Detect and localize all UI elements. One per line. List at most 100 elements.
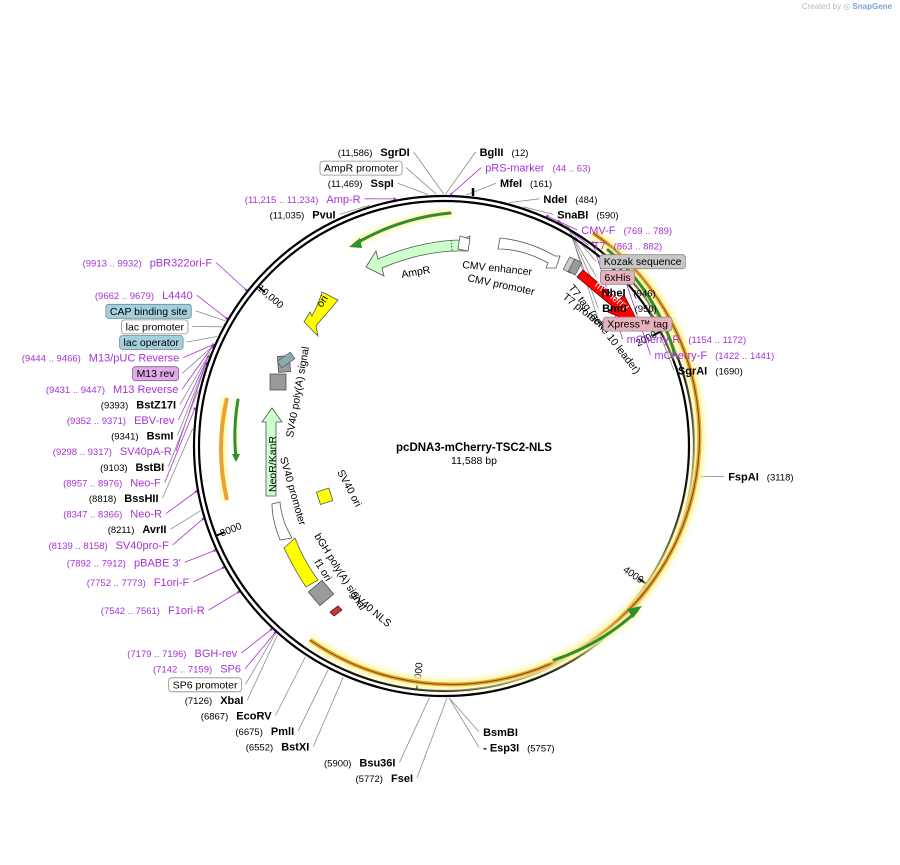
label-name: SV40pro-F (116, 540, 169, 552)
feature-box (119, 335, 184, 350)
label-position: (9341) (111, 432, 138, 443)
label-position: (769 .. 789) (624, 226, 673, 237)
label-position: (6675) (235, 727, 262, 738)
label-position: (8957 .. 8976) (63, 478, 122, 489)
ampR-promoter-arrow (457, 235, 471, 252)
label-position: (6552) (246, 743, 273, 754)
t7-tag-box (562, 256, 583, 276)
label-position: (5772) (356, 774, 383, 785)
sv40-polya-tag (276, 351, 296, 369)
leader-line (448, 697, 480, 748)
leader-line (509, 198, 540, 203)
leader-line (186, 336, 218, 343)
label-position: (3118) (767, 473, 794, 484)
label-name: NheI (602, 287, 626, 299)
sv40-nls-arrow (329, 605, 343, 617)
label-position: (12) (512, 148, 529, 159)
primer-label: pBABE 3'(7892 .. 7912) (67, 557, 181, 569)
label-name: SgrDI (380, 147, 409, 159)
tick-label: 4000 (621, 565, 646, 587)
feature-box-text: M13 rev (137, 368, 176, 380)
feature-box-label: Kozak sequence (599, 254, 686, 270)
primer-mark (201, 517, 205, 521)
tick-label: 10,000 (255, 283, 286, 312)
label-position: (950) (635, 304, 657, 315)
label-name: pBR322ori-F (150, 257, 213, 269)
label-name: - Esp3I (483, 743, 519, 755)
tick-mark (257, 285, 266, 293)
primer-mark (236, 590, 241, 594)
label-position: (5900) (324, 758, 351, 769)
restriction-site: FseI (5772) (356, 773, 414, 785)
ori-arrow (303, 291, 339, 338)
leader-line (445, 151, 476, 195)
label-position: (161) (530, 179, 552, 190)
feature-box-label: CAP binding site (105, 303, 192, 319)
label-position: (946) (634, 288, 656, 299)
restriction-site: BstBI(9103) (100, 462, 164, 474)
leader-line (523, 206, 554, 215)
label-name: Amp-R (326, 194, 360, 206)
restriction-site: NheI (946) (602, 287, 656, 299)
restriction-site: XbaI(7126) (185, 695, 244, 707)
leader-line (183, 344, 214, 358)
label-name: Bsu36I (359, 757, 395, 769)
leader-line (182, 346, 213, 390)
restriction-site: PvuI(11,035) (270, 209, 336, 221)
primer-mark (557, 220, 561, 224)
leader-line (178, 356, 209, 421)
primer-mark (244, 288, 248, 292)
tick-label: 8000 (219, 521, 244, 540)
leader-line (170, 510, 201, 530)
label-name: Neo-R (130, 509, 162, 521)
neoR-kanR-arrow (261, 407, 283, 497)
leader-line (416, 697, 448, 779)
primer-label: mCherry-R(1154 .. 1172) (627, 334, 747, 346)
feature-box-label: AmpR promoter (319, 160, 403, 176)
label-name: BstZ17I (136, 399, 176, 411)
label-name: Neo-F (130, 477, 161, 489)
label-position: (11,469) (328, 179, 363, 190)
ebv-box (269, 373, 287, 391)
label-position: (1154 .. 1172) (688, 335, 746, 346)
plasmid-length: 11,588 bp (451, 455, 497, 467)
credit-prefix: Created by (801, 2, 841, 11)
label-position: (7752 .. 7773) (87, 578, 146, 589)
primer-mark (210, 345, 215, 349)
restriction-site: MfeI(161) (500, 178, 552, 190)
plasmid-name: pcDNA3-mCherry-TSC2-NLS (396, 442, 552, 454)
label-position: (11,586) (338, 148, 373, 159)
feature-box-text: Xpress™ tag (607, 319, 668, 331)
label-position: (1690) (715, 366, 742, 377)
label-name: M13 Reverse (113, 384, 178, 396)
label-position: (9103) (100, 463, 127, 474)
feature-box-label: 6xHis (600, 269, 636, 285)
cmv-enhancer-arrow (497, 237, 561, 269)
label-ori: ori (314, 293, 330, 309)
label-name: F1ori-R (168, 605, 205, 617)
restriction-site: BsmBI (483, 727, 518, 739)
feature-box-label: lac operator (119, 335, 184, 350)
leader-line (184, 550, 215, 563)
primer-label: F1ori-F(7752 .. 7773) (87, 577, 190, 589)
primer-mark (590, 240, 595, 245)
label-name: PmlI (271, 726, 294, 738)
primer-label: Amp-R(11,215 .. 11,234) (245, 194, 361, 206)
label-position: (8347 .. 8366) (63, 510, 122, 521)
label-name: M13/pUC Reverse (89, 353, 179, 365)
primer-label: SV40pro-F(8139 .. 8158) (49, 540, 170, 552)
label-name: EBV-rev (134, 415, 175, 427)
leader-line (312, 676, 344, 747)
feature-box (319, 160, 403, 176)
label-name: FseI (391, 773, 413, 785)
feature-box-text: AmpR promoter (324, 163, 399, 175)
label-position: (9352 .. 9371) (67, 416, 126, 427)
leader-line (448, 697, 480, 733)
restriction-site: SgrAI(1690) (678, 365, 743, 377)
leader-line (399, 697, 430, 763)
restriction-site: BsmI(9341) (111, 431, 173, 443)
restriction-site: FspAI(3118) (728, 472, 793, 484)
feature-box-text: Kozak sequence (604, 256, 682, 268)
